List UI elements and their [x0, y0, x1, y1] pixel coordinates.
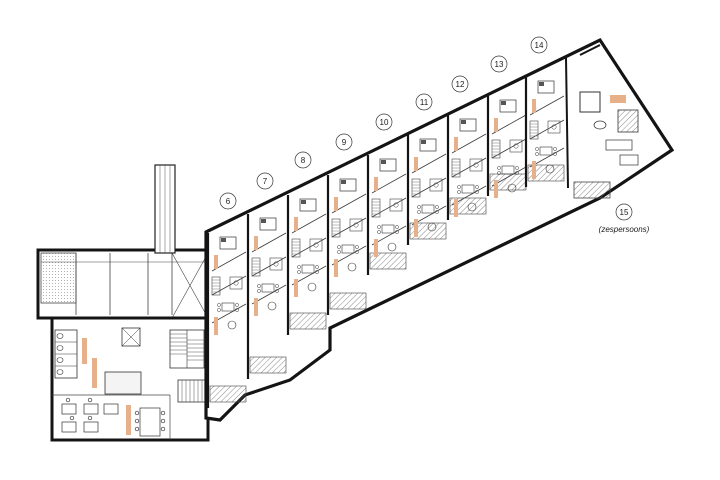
unit-plan-9 — [326, 175, 367, 315]
elevator — [121, 327, 141, 347]
unit-number: 12 — [456, 80, 465, 89]
unit-number-circle — [294, 151, 312, 169]
unit-plan-6 — [206, 233, 247, 408]
unit-number: 13 — [495, 60, 504, 69]
unit-labels: 6 7 8 9 10 11 12 13 14 15 (zespersoons) — [219, 36, 650, 234]
unit-plan-12 — [446, 115, 487, 220]
unit-label-13: 13 — [490, 55, 508, 73]
unit-plan-13 — [486, 96, 527, 198]
unit-plan-11 — [406, 135, 447, 245]
kitchen-counter — [104, 371, 142, 395]
unit-number-circle — [490, 55, 508, 73]
unit-label-14: 14 — [530, 36, 548, 54]
unit-15-plan — [565, 44, 639, 199]
balcony — [209, 385, 247, 403]
unit-label-10: 10 — [375, 113, 393, 131]
unit-number-circle — [375, 113, 393, 131]
unit-number-circle — [219, 192, 237, 210]
upper-room-1 — [40, 252, 77, 304]
unit-number-circle — [335, 133, 353, 151]
unit-number: 9 — [342, 138, 347, 147]
unit-label-9: 9 — [335, 133, 353, 151]
apartment-row — [204, 37, 675, 422]
unit-label-6: 6 — [219, 192, 237, 210]
unit-label-8: 8 — [294, 151, 312, 169]
dining-area — [61, 397, 166, 437]
unit-number-circle — [615, 203, 633, 221]
unit-number-circle — [256, 172, 274, 190]
unit-number-circle — [451, 75, 469, 93]
unit-note: (zespersoons) — [599, 225, 650, 234]
unit-number: 15 — [620, 208, 629, 217]
unit-plan-10 — [366, 155, 407, 275]
unit-label-12: 12 — [451, 75, 469, 93]
unit-number: 14 — [535, 41, 544, 50]
unit-plan-7 — [246, 214, 287, 379]
unit-number: 6 — [226, 197, 231, 206]
unit-number: 10 — [380, 118, 389, 127]
balcony — [369, 252, 407, 270]
balcony — [527, 164, 565, 182]
unit-label-7: 7 — [256, 172, 274, 190]
unit-number: 7 — [263, 177, 268, 186]
unit-number: 11 — [420, 98, 429, 107]
unit-label-15: 15 (zespersoons) — [599, 203, 650, 234]
balcony — [249, 356, 287, 374]
balcony — [289, 312, 327, 330]
balcony — [329, 292, 367, 310]
unit-label-11: 11 — [415, 93, 433, 111]
common-building — [36, 164, 210, 442]
unit-number-circle — [530, 36, 548, 54]
balcony — [409, 222, 447, 240]
unit-number-circle — [415, 93, 433, 111]
unit-number: 8 — [301, 156, 306, 165]
unit-plan-14 — [524, 77, 565, 187]
unit-plan-8 — [286, 195, 327, 335]
unit-modules — [206, 77, 565, 408]
